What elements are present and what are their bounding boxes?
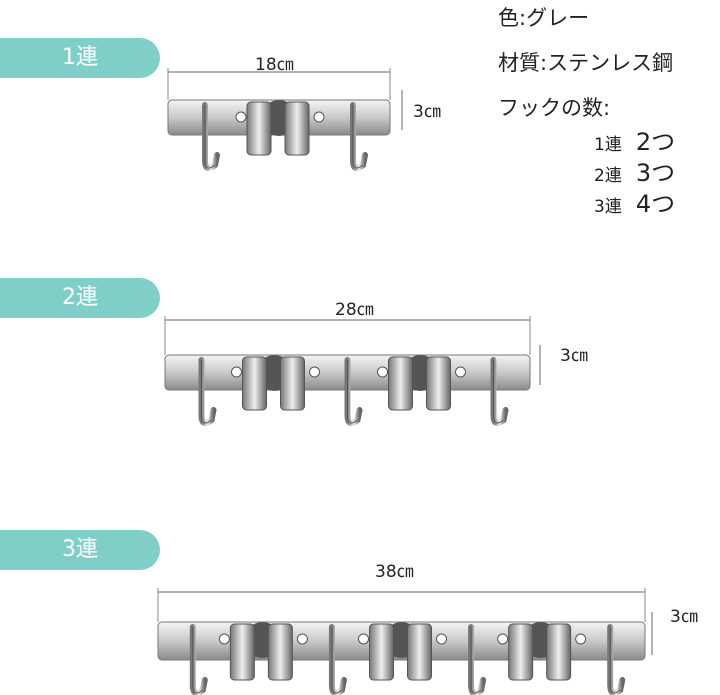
screw-hole bbox=[455, 366, 466, 378]
screw-hole bbox=[575, 633, 587, 645]
mop-holder-clip bbox=[280, 356, 305, 411]
material-spec: 材質:ステンレス鋼 bbox=[498, 51, 674, 75]
mop-holder-clip bbox=[426, 356, 451, 411]
hook-count-row: 2連 3つ bbox=[594, 153, 675, 188]
screw-hole bbox=[497, 633, 509, 645]
model-badge-2: 2連 bbox=[0, 278, 160, 318]
screw-hole bbox=[231, 366, 242, 378]
mop-holder-clip bbox=[246, 101, 272, 156]
hook-count: 3つ bbox=[635, 159, 676, 187]
length-label-2: 28㎝ bbox=[335, 300, 374, 320]
length-label-1: 18㎝ bbox=[255, 55, 294, 75]
screw-hole bbox=[218, 633, 230, 645]
length-label-3: 38㎝ bbox=[375, 562, 414, 582]
height-label-1: 3㎝ bbox=[413, 102, 441, 122]
model-badge-1: 1連 bbox=[0, 38, 160, 78]
hook-outline bbox=[201, 360, 212, 424]
hook-count-row: 3連 4つ bbox=[594, 184, 675, 219]
color-spec: 色:グレー bbox=[498, 6, 590, 30]
hook-outline bbox=[192, 627, 204, 694]
mop-holder-clip bbox=[369, 623, 394, 681]
hook-outline bbox=[609, 627, 621, 694]
screw-hole bbox=[377, 366, 388, 378]
model-name: 2連 bbox=[594, 166, 622, 186]
screw-hole bbox=[235, 111, 247, 123]
mop-holder-clip bbox=[388, 356, 413, 411]
mop-holder-clip bbox=[407, 623, 432, 681]
hook-outline bbox=[352, 105, 364, 169]
hook-count: 2つ bbox=[635, 128, 676, 156]
screw-hole bbox=[313, 111, 325, 123]
hook-count-row: 1連 2つ bbox=[594, 122, 675, 157]
mop-holder-clip bbox=[284, 101, 310, 156]
screw-hole bbox=[296, 633, 308, 645]
hook-outline bbox=[493, 360, 504, 424]
height-label-3: 3㎝ bbox=[670, 607, 698, 627]
hook-count: 4つ bbox=[635, 190, 676, 218]
model-name: 3連 bbox=[594, 197, 622, 217]
mop-holder-clip bbox=[546, 623, 572, 681]
mop-holder-clip bbox=[508, 623, 534, 681]
model-name: 1連 bbox=[594, 135, 622, 155]
mop-holder-clip bbox=[267, 623, 293, 681]
screw-hole bbox=[358, 633, 369, 645]
mop-holder-clip bbox=[229, 623, 255, 681]
screw-hole bbox=[309, 366, 320, 378]
hook-outline bbox=[470, 627, 482, 694]
screw-hole bbox=[436, 633, 447, 645]
height-label-2: 3㎝ bbox=[560, 346, 588, 366]
model-badge-3: 3連 bbox=[0, 530, 160, 570]
hook-count-heading: フックの数: bbox=[498, 96, 611, 120]
hook-outline bbox=[204, 105, 216, 169]
mop-holder-clip bbox=[242, 356, 267, 411]
hook-outline bbox=[331, 627, 343, 694]
hook-outline bbox=[347, 360, 358, 424]
